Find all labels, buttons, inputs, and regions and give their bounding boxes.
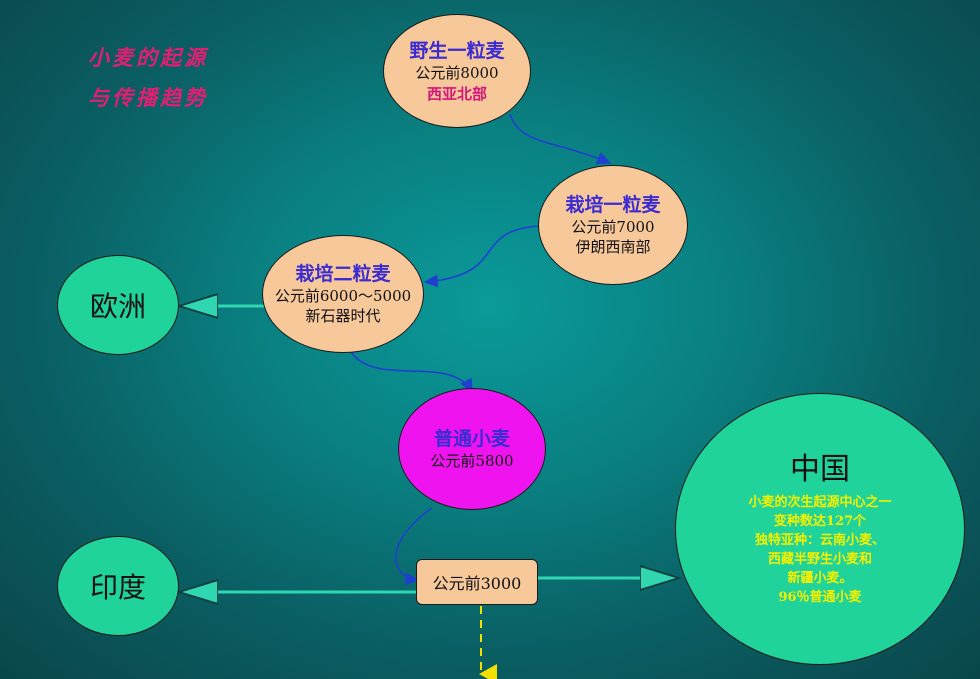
node-cultivated-einkorn-place: 伊朗西南部 xyxy=(575,238,651,256)
title-line-2: 与传播趋势 xyxy=(88,85,208,110)
node-cultivated-emmer-era: 新石器时代 xyxy=(305,307,381,325)
node-wild-einkorn: 野生一粒麦 公元前8000 西亚北部 xyxy=(383,14,531,128)
china-line-3: 独特亚种：云南小麦、 xyxy=(754,533,885,548)
arrow-zaipei2-to-common xyxy=(345,339,473,394)
arrow-yeshen-to-zaipei1 xyxy=(509,113,612,164)
arrow-common-to-3000 xyxy=(394,507,433,586)
node-wild-einkorn-time: 公元前8000 xyxy=(415,63,499,82)
china-line-4: 西藏半野生小麦和 xyxy=(767,552,872,567)
node-india: 印度 xyxy=(57,536,179,636)
node-bc3000: 公元前3000 xyxy=(416,559,538,605)
node-cultivated-einkorn-time: 公元前7000 xyxy=(571,218,655,236)
china-line-2: 变种数达127个 xyxy=(773,514,867,529)
node-cultivated-emmer-name: 栽培二粒麦 xyxy=(295,263,391,285)
node-europe: 欧洲 xyxy=(57,255,179,355)
title-line-1: 小麦的起源 xyxy=(88,45,208,70)
china-line-5: 新疆小麦。 xyxy=(787,571,853,586)
node-wild-einkorn-name: 野生一粒麦 xyxy=(409,39,505,62)
node-common-wheat-name: 普通小麦 xyxy=(433,428,510,450)
diagram-title: 小麦的起源 与传播趋势 xyxy=(88,38,208,118)
node-common-wheat-time: 公元前5800 xyxy=(430,452,514,470)
china-line-6: 96％普通小麦 xyxy=(778,590,862,605)
node-india-name: 印度 xyxy=(89,571,146,604)
node-cultivated-emmer: 栽培二粒麦 公元前6000～5000 新石器时代 xyxy=(262,235,424,353)
china-line-1: 小麦的次生起源中心之一 xyxy=(748,495,892,510)
node-china-name: 中国 xyxy=(790,452,850,487)
node-cultivated-emmer-time: 公元前6000～5000 xyxy=(274,287,412,305)
node-cultivated-einkorn-name: 栽培一粒麦 xyxy=(565,194,661,216)
node-europe-name: 欧洲 xyxy=(89,290,146,323)
node-china: 中国 小麦的次生起源中心之一 变种数达127个 独特亚种：云南小麦、 西藏半野生… xyxy=(675,393,965,665)
node-bc3000-time: 公元前3000 xyxy=(432,574,522,593)
node-cultivated-einkorn: 栽培一粒麦 公元前7000 伊朗西南部 xyxy=(538,165,688,285)
node-common-wheat: 普通小麦 公元前5800 xyxy=(398,388,546,510)
node-wild-einkorn-place: 西亚北部 xyxy=(426,84,487,103)
arrow-zaipei1-to-zaipei2 xyxy=(423,225,541,288)
